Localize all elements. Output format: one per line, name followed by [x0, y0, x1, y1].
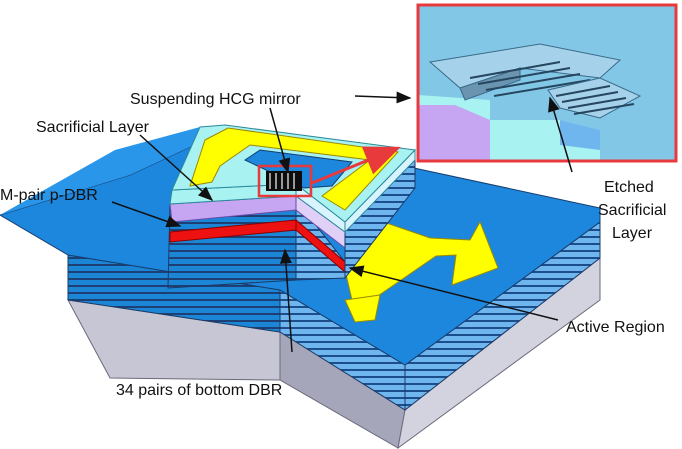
zoom-arrow [311, 146, 401, 185]
label-etched-2: Sacrificial [598, 202, 666, 219]
label-p-dbr: M-pair p-DBR [0, 187, 98, 204]
hcg-grating-small [266, 171, 302, 191]
label-etched-1: Etched [604, 179, 654, 196]
label-bottom-dbr: 34 pairs of bottom DBR [116, 382, 282, 399]
label-hcg-mirror: Suspending HCG mirror [130, 91, 301, 108]
substrate [67, 256, 601, 449]
contact-trace-right [344, 217, 499, 323]
label-active-region: Active Region [566, 319, 665, 336]
mesa-left-face [167, 183, 297, 289]
leader-lines [111, 91, 573, 353]
mesa-top [171, 124, 417, 223]
inset-zoom-view [416, 3, 678, 163]
label-sacrificial-layer: Sacrificial Layer [36, 119, 150, 136]
label-etched-3: Layer [612, 225, 653, 242]
